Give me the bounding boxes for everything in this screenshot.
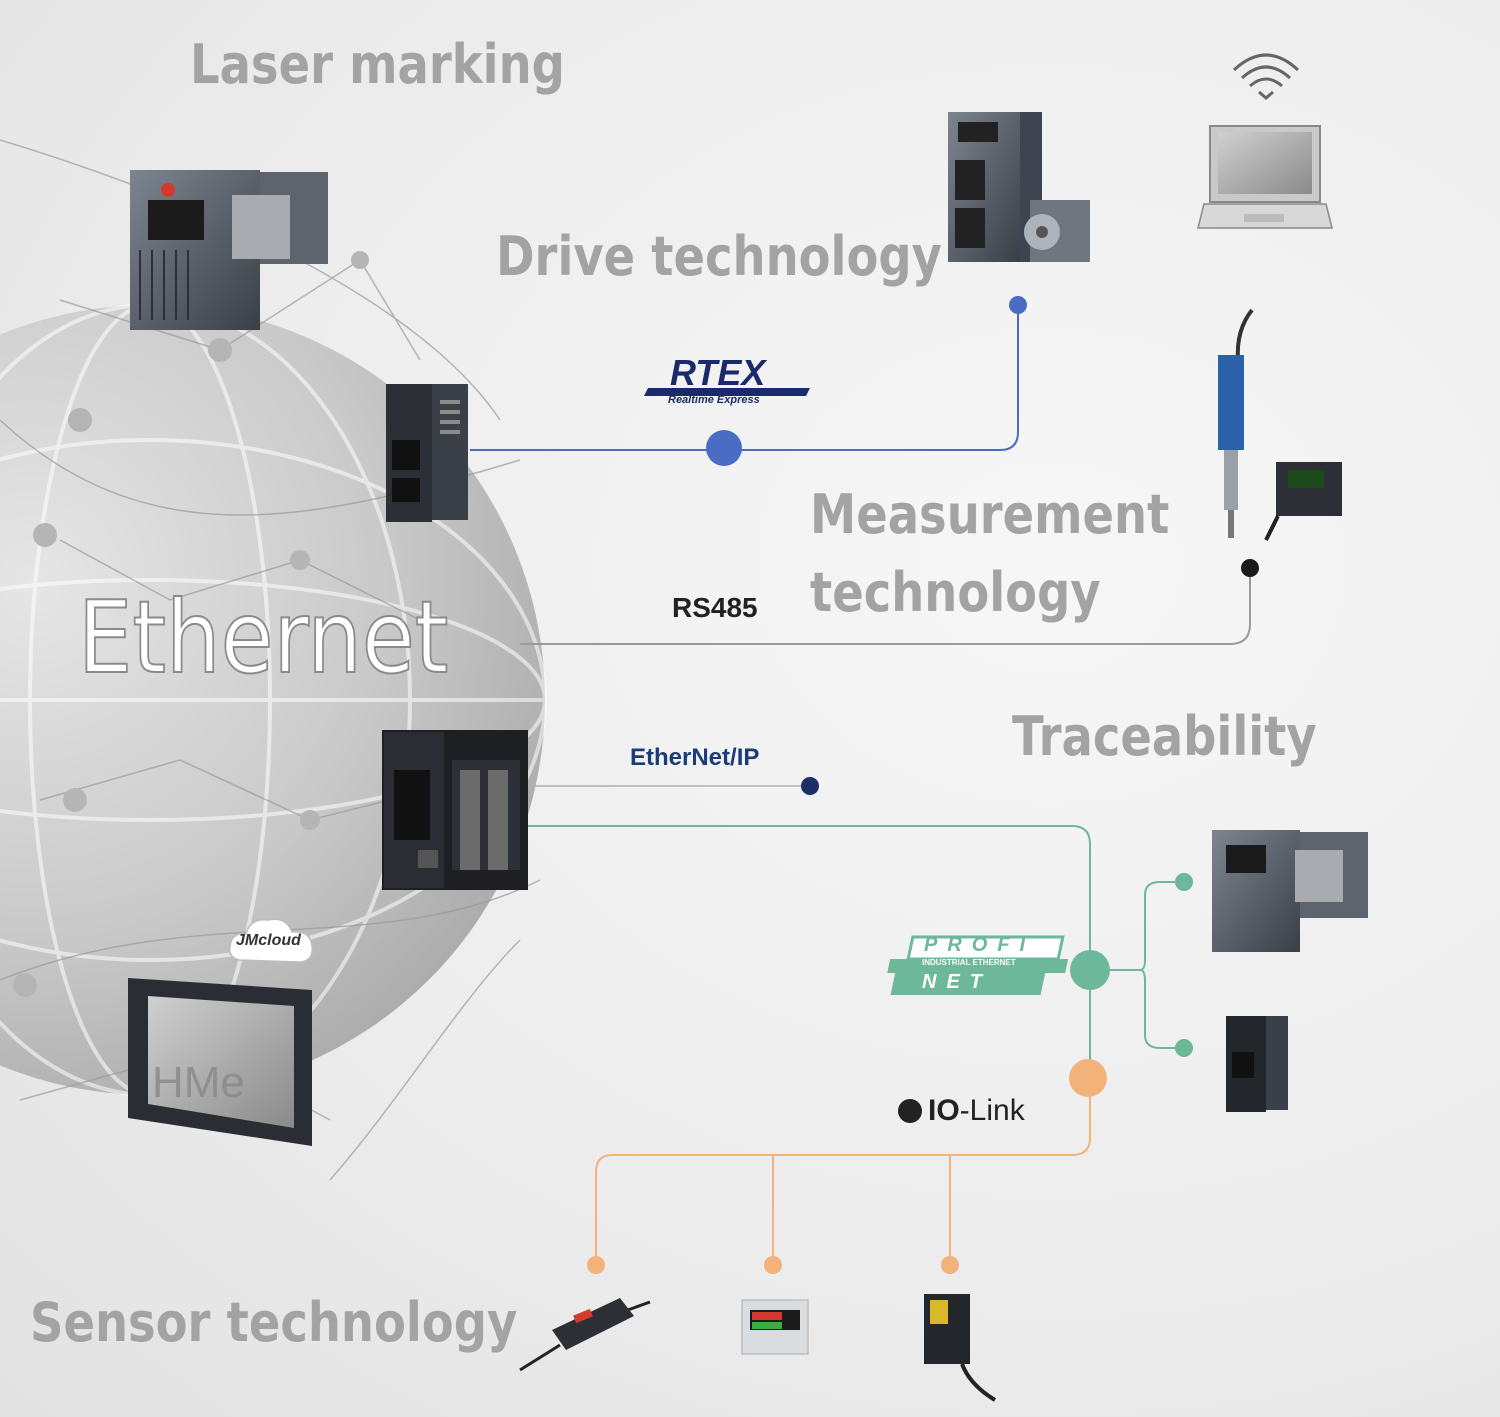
- laptop-device: [1197, 125, 1333, 229]
- controller-traceability-device: [1226, 1016, 1288, 1112]
- profinet-middle-text: INDUSTRIAL ETHERNET: [922, 958, 1016, 967]
- drive-technology-label: Drive technology: [496, 225, 942, 288]
- ethernet-ip-logo: EtherNet/IP: [630, 744, 760, 771]
- io-link-connection: [587, 1059, 1107, 1274]
- rtex-title: RTEX: [670, 352, 766, 393]
- rs485-connection: [520, 559, 1259, 645]
- pressure-sensor-device: [741, 1299, 809, 1355]
- profinet-top-text: PROFI: [924, 934, 1036, 956]
- io-link-icon: [898, 1099, 922, 1123]
- hmi-screen-text: HMe: [152, 1058, 245, 1107]
- laser-marker-traceability-device: [1212, 830, 1368, 952]
- fiber-sensor-device: [519, 1298, 651, 1372]
- profinet-logo: [887, 935, 1069, 995]
- profinet-text-group: PROFI INDUSTRIAL ETHERNET NET: [904, 932, 1054, 993]
- hmi-panel-device: [128, 978, 312, 1146]
- rs485-label: RS485: [672, 592, 758, 623]
- io-link-bold-text: IO: [928, 1094, 960, 1127]
- sensor-technology-label: Sensor technology: [30, 1291, 518, 1354]
- traceability-label: Traceability: [1012, 705, 1317, 768]
- laser-marker-device: [130, 170, 328, 330]
- jmcloud-badge: JMcloud: [226, 918, 318, 966]
- rtex-logo: RTEX Realtime Express: [640, 352, 810, 412]
- rtex-subtitle: Realtime Express: [668, 394, 760, 406]
- measurement-label-line1: Measurement: [810, 483, 1170, 546]
- ethernet-ip-connection: [528, 777, 819, 795]
- plc-controller-device: [386, 384, 468, 522]
- jmcloud-badge-graphic: [228, 918, 313, 963]
- wifi-icon: [1232, 53, 1300, 100]
- profinet-connection: [528, 825, 1193, 1078]
- measurement-label-line2: technology: [810, 561, 1101, 624]
- rtex-stripe-graphic: [644, 388, 810, 396]
- jmcloud-text: JMcloud: [236, 932, 301, 949]
- laser-marking-label: Laser marking: [190, 33, 565, 96]
- rtex-connection: [470, 296, 1027, 466]
- io-link-rest-text: -Link: [959, 1094, 1025, 1127]
- laser-sensor-device: [1218, 308, 1342, 541]
- servo-drive-device: [948, 112, 1090, 262]
- photoelectric-sensor-device: [924, 1294, 997, 1402]
- main-plc-device: [382, 730, 528, 890]
- io-link-logo: IO-Link: [898, 1094, 1025, 1128]
- profinet-bottom-text: NET: [922, 971, 992, 993]
- ethernet-label: Ethernet: [77, 579, 449, 696]
